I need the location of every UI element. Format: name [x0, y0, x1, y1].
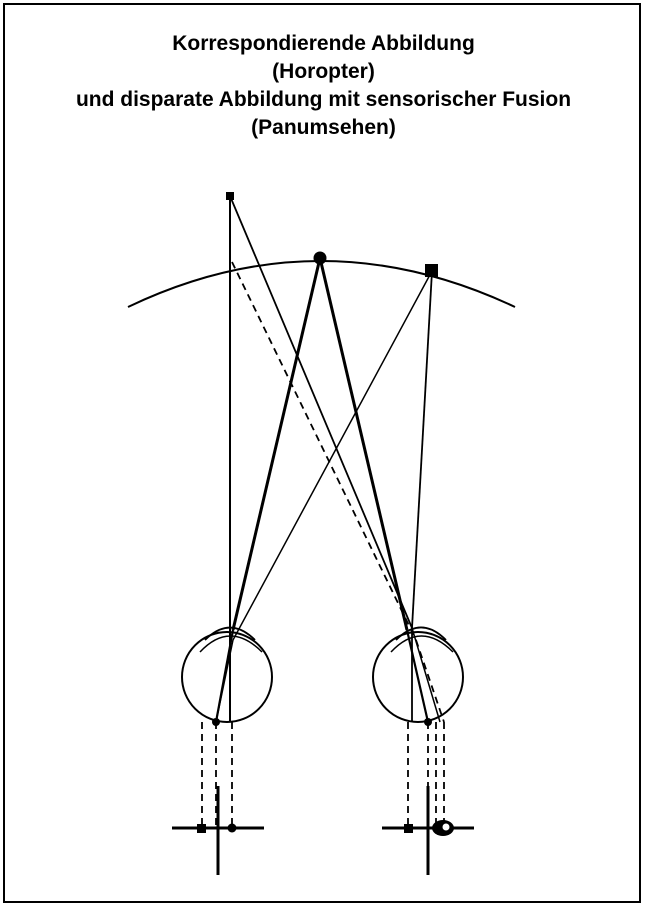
title-line-2: (Horopter)	[272, 60, 375, 83]
title-line-4: (Panumsehen)	[251, 116, 396, 139]
far-point-square	[226, 192, 234, 200]
right-eye	[372, 626, 464, 723]
right-cross-marker-square	[404, 824, 413, 833]
solid-rays	[214, 195, 441, 723]
horopter-point-square	[425, 264, 438, 277]
right-retina-cross	[382, 786, 474, 875]
horopter-point-circle	[313, 251, 327, 265]
title-line-1: Korrespondierende Abbildung	[172, 32, 475, 55]
title-line-3: und disparate Abbildung mit sensorischer…	[75, 88, 572, 111]
figure-title: Korrespondierende Abbildung (Horopter) u…	[0, 30, 647, 142]
right-cross-fusion-highlight	[442, 823, 450, 831]
figure-frame	[3, 3, 641, 903]
left-retina-point	[212, 718, 220, 726]
left-cross-marker-square	[197, 824, 206, 833]
dashed-rays	[201, 261, 445, 828]
left-cross-marker-circle	[227, 823, 237, 833]
right-retina-point	[424, 718, 432, 726]
left-retina-cross	[172, 786, 264, 875]
left-eye	[181, 626, 273, 723]
